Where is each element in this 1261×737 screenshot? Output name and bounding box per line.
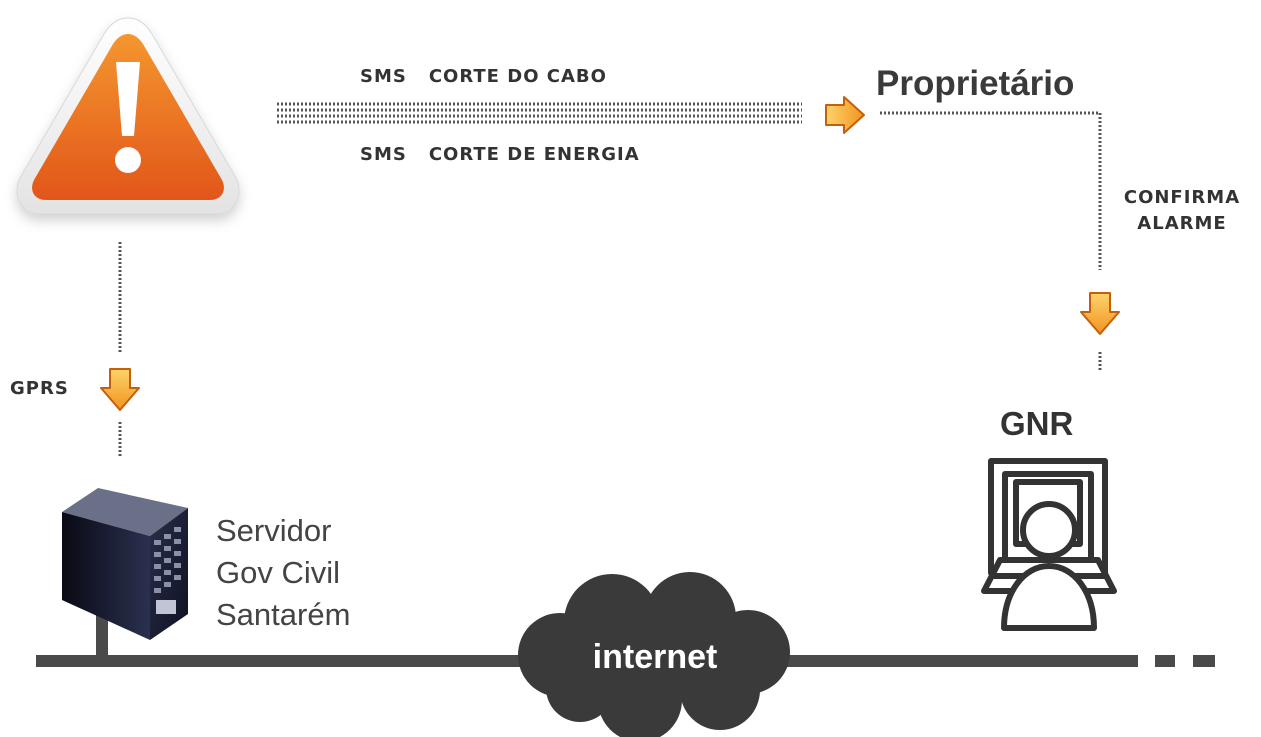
server-line-1: Servidor: [216, 513, 332, 548]
sms-power-cut-text: CORTE DE ENERGIA: [428, 144, 640, 165]
warning-icon: [16, 17, 240, 215]
arrow-right-icon: [825, 96, 865, 134]
server-icon: [62, 488, 188, 640]
owner-connector-line: [880, 111, 1102, 270]
gprs-arrow-down-icon: [100, 368, 140, 411]
confirm-alarm-label: CONFIRMA ALARME: [1114, 185, 1250, 237]
sms-cable-cut-text: CORTE DO CABO: [428, 66, 607, 87]
sms-cable-cut-label: SMS CORTE DO CABO: [360, 66, 607, 87]
gprs-label: GPRS: [10, 378, 69, 399]
gnr-label: GNR: [1000, 405, 1074, 442]
internet-label: internet: [592, 638, 718, 676]
internet-cloud-icon: [518, 572, 790, 737]
sms-prefix: SMS: [360, 66, 407, 87]
sms-prefix: SMS: [360, 144, 407, 165]
server-line-2: Gov Civil: [216, 555, 341, 590]
server-label: Servidor Gov Civil Santarém: [216, 510, 350, 636]
confirm-line: CONFIRMA: [1123, 187, 1241, 208]
owner-label: Proprietário: [876, 64, 1075, 103]
arrow-down-icon: [1080, 292, 1120, 335]
alarm-line: ALARME: [1137, 213, 1227, 234]
gnr-officer-icon: [981, 458, 1117, 631]
sms-power-cut-label: SMS CORTE DE ENERGIA: [360, 144, 640, 165]
server-line-3: Santarém: [216, 597, 351, 632]
sms-connector-lines: [277, 102, 802, 124]
